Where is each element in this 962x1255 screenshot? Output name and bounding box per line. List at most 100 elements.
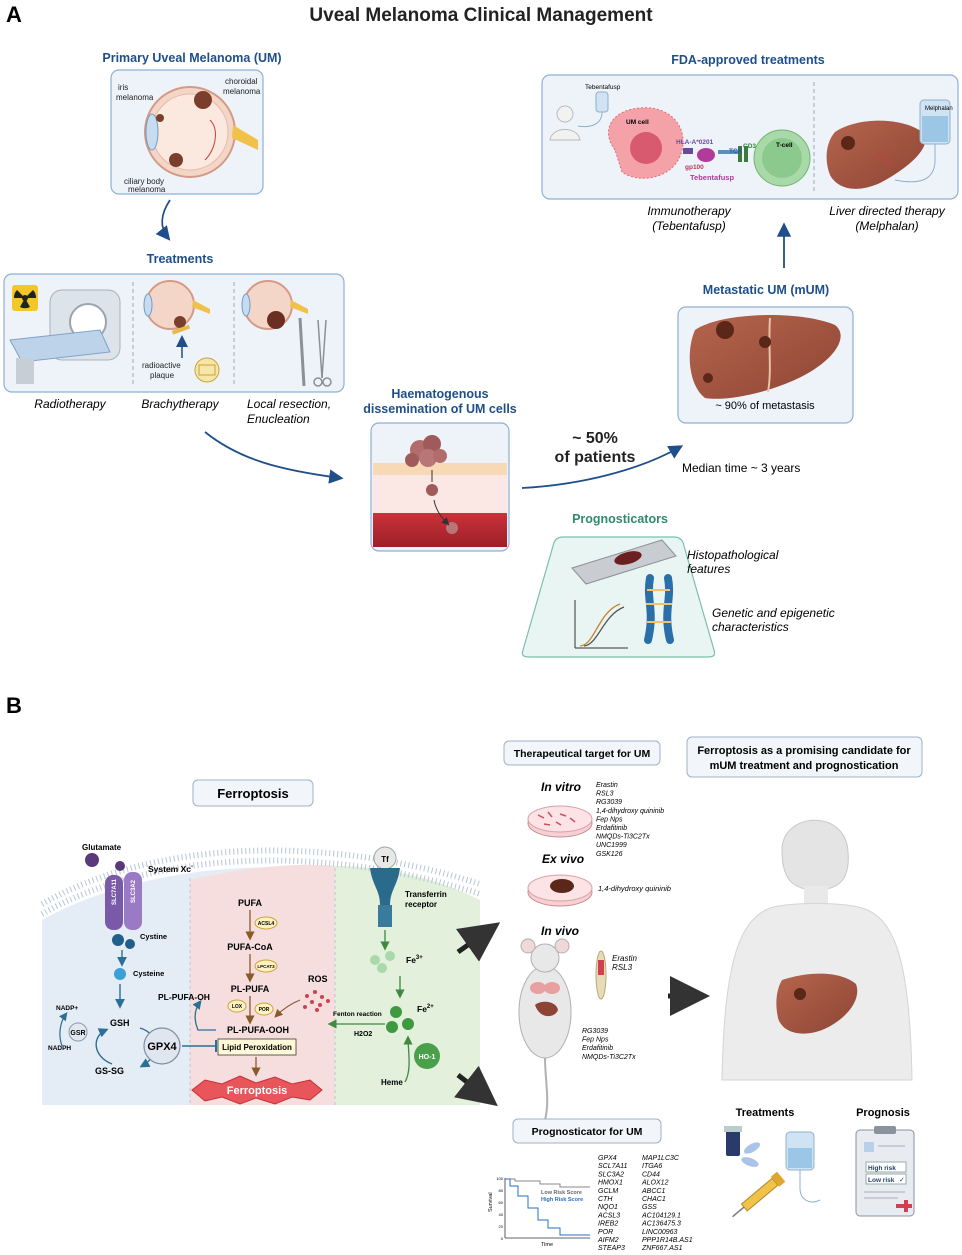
gene-col1-6: NQO1	[598, 1204, 618, 1211]
gene-col2-3: ALOX12	[641, 1180, 669, 1187]
patients-percentage: ~ 50%of patients	[555, 430, 636, 466]
ho1-label: HO-1	[419, 1054, 436, 1061]
acsl4-label: ACSL4	[258, 921, 275, 927]
tebentafusp-label: Tebentafusp	[690, 173, 734, 182]
glutamate-label: Glutamate	[82, 843, 122, 852]
t-cell-icon	[753, 129, 811, 187]
pl-pufa-ooh-label: PL-PUFA-OOH	[227, 1025, 289, 1035]
gene-col1-11: STEAP3	[598, 1245, 625, 1252]
system-xc-transporter-icon: SLC7A11 SLC3A2	[105, 872, 142, 930]
km-low-risk-curve	[505, 1178, 590, 1188]
t-cell-label: T-cell	[776, 142, 793, 149]
gene-col2-0: MAP1LC3C	[642, 1155, 680, 1162]
km-ylabel: Survival	[488, 1192, 494, 1212]
in-vitro-drug-3: 1,4-dihydroxy quininib	[596, 808, 664, 815]
metastatic-box	[677, 306, 854, 424]
heme-label: Heme	[381, 1078, 403, 1087]
tcr-label: TCR	[729, 148, 743, 155]
prognosis-title: Prognosis	[856, 1107, 910, 1119]
metastasis-caption: ~ 90% of metastasis	[715, 400, 815, 412]
in-vitro-title: In vitro	[541, 780, 581, 794]
patient-infusion-icon	[549, 91, 609, 141]
arrow-treatments-to-dissemination	[204, 431, 344, 484]
mouse-icon	[518, 938, 572, 1121]
lipid-peroxidation-label: Lipid Peroxidation	[222, 1043, 292, 1052]
treatment-drugs-icon	[724, 1126, 821, 1218]
cystine-molecule-2	[125, 939, 135, 949]
petri-dish-ex-vivo-icon	[527, 874, 593, 907]
treatments-b-label: Treatments	[736, 1107, 795, 1119]
gpx4-enzyme	[143, 1027, 181, 1065]
arrow-to-therapeutic	[455, 922, 501, 962]
liver-therapy-caption: Liver directed therapy(Melphalan)	[829, 204, 945, 233]
slc7a11-label: SLC7A11	[112, 878, 118, 905]
lpcat3-enzyme	[254, 959, 278, 973]
km-xlabel: Time	[541, 1242, 553, 1248]
acsl4-enzyme	[254, 916, 278, 930]
gssg-label: GS-SG	[95, 1066, 124, 1076]
ex-vivo-title: Ex vivo	[542, 852, 584, 866]
in-vitro-drug-4: Fep Nps	[596, 816, 623, 823]
cystine-label: Cystine	[140, 932, 167, 941]
mouse-drug-1: Fep Nps	[582, 1037, 609, 1044]
fe3-ions-icon	[370, 951, 395, 973]
km-ytick-2: 60	[499, 1200, 504, 1205]
gsh-label: GSH	[110, 1018, 130, 1028]
gene-col1-5: CTH	[598, 1196, 613, 1203]
melphalan-bag-label: Melphalan	[925, 106, 953, 112]
gene-col2-9: LINC00963	[642, 1229, 678, 1236]
cysteine-label: Cysteine	[133, 969, 164, 978]
mouse-drug-0: RG3039	[582, 1028, 608, 1035]
gene-list-column-1: GPX4SCL7A11SLC3A2HMOX1GCLMCTHNQO1ACSL3IR…	[597, 1155, 628, 1252]
primary-um-title: Primary Uveal Melanoma (UM)	[102, 51, 281, 65]
gene-col2-10: PPP1R14B.AS1	[642, 1237, 693, 1244]
fenton-label: Fenton reaction	[333, 1011, 382, 1018]
system-xc-label: System Xc-	[148, 864, 193, 874]
prognosticators-box	[521, 536, 716, 658]
pl-pufa-oh-label: PL-PUFA-OH	[158, 992, 210, 1002]
candidate-title: Ferroptosis as a promising candidate for…	[697, 745, 911, 772]
radiation-icon	[12, 285, 38, 311]
resection-eye-icon	[241, 280, 308, 330]
patient-liver-icon	[776, 973, 858, 1034]
glutamate-molecule-2	[115, 861, 125, 871]
um-cell-label: UM cell	[626, 119, 649, 126]
lpcat3-label: LPCAT3	[257, 964, 275, 969]
gene-col2-4: ABCC1	[641, 1188, 665, 1195]
cd3-label: CD3	[743, 143, 756, 150]
ferroptosis-title: Ferroptosis	[217, 786, 289, 801]
ferroptosis-burst-icon: Ferroptosis	[191, 1075, 323, 1105]
arrow-to-metastatic	[521, 445, 684, 489]
therapeutic-target-title: Therapeutical target for UM	[514, 748, 651, 760]
candidate-title-box: Ferroptosis as a promising candidate for…	[686, 736, 923, 778]
brachytherapy-eye-icon	[143, 280, 220, 383]
petri-dish-in-vitro-icon	[527, 805, 593, 838]
gene-col2-1: ITGA6	[642, 1163, 662, 1170]
tf-label: Tf	[381, 855, 389, 864]
treatments-title: Treatments	[147, 252, 214, 266]
ros-label: ROS	[308, 974, 328, 984]
pl-pufa-label: PL-PUFA	[231, 984, 270, 994]
fda-box: Tebentafusp UM cell HLA-A*0201 gp100 TCR…	[541, 74, 959, 200]
gene-col2-7: AC104129.1	[641, 1212, 681, 1219]
radiotherapy-label: Radiotherapy	[34, 397, 106, 411]
gene-col1-10: AIFM2	[597, 1237, 619, 1244]
por-label: POR	[259, 1007, 270, 1013]
gp100-label: gp100	[685, 164, 704, 171]
in-vitro-drug-1: RSL3	[596, 791, 614, 798]
in-vitro-drug-7: UNC1999	[596, 842, 627, 849]
gpx4-label: GPX4	[147, 1041, 177, 1053]
in-vitro-drug-0: Erastin	[596, 782, 618, 789]
therapeutic-target-title-box: Therapeutical target for UM	[503, 740, 661, 766]
brachytherapy-label: Brachytherapy	[141, 397, 219, 411]
mouse-drug-2: Erdafitinib	[582, 1045, 613, 1052]
km-low-risk-label: Low Risk Score	[541, 1190, 582, 1196]
